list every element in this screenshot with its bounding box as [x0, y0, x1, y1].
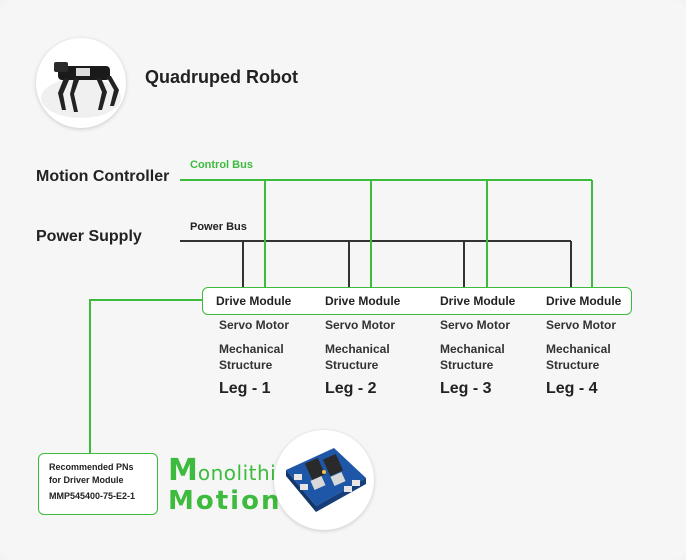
- motion-controller-label: Motion Controller: [36, 168, 170, 185]
- logo-m1: M: [168, 453, 198, 488]
- monolithic-motion-logo: Monolithic Motion: [168, 456, 288, 517]
- recommended-pn-line-1: Recommended PNs: [49, 462, 134, 472]
- mechanical-leg-3: Mechanical: [440, 342, 505, 356]
- mechanical-leg-2: Mechanical: [325, 342, 390, 356]
- drive-module-leg-4: Drive Module: [546, 294, 622, 308]
- power-bus-lines: [180, 240, 572, 287]
- servo-motor-leg-4: Servo Motor: [546, 318, 617, 332]
- servo-motor-leg-1: Servo Motor: [219, 318, 290, 332]
- driver-board-image: [274, 430, 374, 530]
- mechanical-leg-1: Mechanical: [219, 342, 284, 356]
- structure-leg-3: Structure: [440, 358, 494, 372]
- page-title: Quadruped Robot: [145, 67, 298, 87]
- leg-name-4: Leg - 4: [546, 380, 598, 397]
- drive-module-leg-1: Drive Module: [216, 294, 292, 308]
- power-bus-label: Power Bus: [190, 221, 247, 233]
- control-bus-lines: [89, 179, 593, 453]
- servo-motor-leg-3: Servo Motor: [440, 318, 511, 332]
- leg-name-3: Leg - 3: [440, 380, 492, 397]
- servo-motor-leg-2: Servo Motor: [325, 318, 396, 332]
- recommended-pn-box: Recommended PNs for Driver Module MMP545…: [38, 453, 158, 515]
- mechanical-leg-4: Mechanical: [546, 342, 611, 356]
- control-bus-label: Control Bus: [190, 159, 253, 171]
- part-number: MMP545400-75-E2-1: [49, 491, 136, 501]
- structure-leg-4: Structure: [546, 358, 600, 372]
- drive-module-bar: [202, 287, 632, 315]
- structure-leg-1: Structure: [219, 358, 273, 372]
- leg-name-2: Leg - 2: [325, 380, 377, 397]
- recommended-pn-line-2: for Driver Module: [49, 475, 124, 485]
- robot-image: [36, 38, 126, 128]
- leg-name-1: Leg - 1: [219, 380, 271, 397]
- logo-rest2: otion: [195, 486, 282, 516]
- quadruped-robot-icon: [41, 62, 121, 118]
- logo-rest1: onolithic: [197, 461, 288, 485]
- driver-board-icon: [286, 448, 366, 512]
- structure-leg-2: Structure: [325, 358, 379, 372]
- power-supply-label: Power Supply: [36, 228, 142, 245]
- drive-module-leg-3: Drive Module: [440, 294, 516, 308]
- logo-m2: M: [168, 486, 196, 516]
- drive-module-leg-2: Drive Module: [325, 294, 401, 308]
- recommendation-connector: [89, 299, 202, 453]
